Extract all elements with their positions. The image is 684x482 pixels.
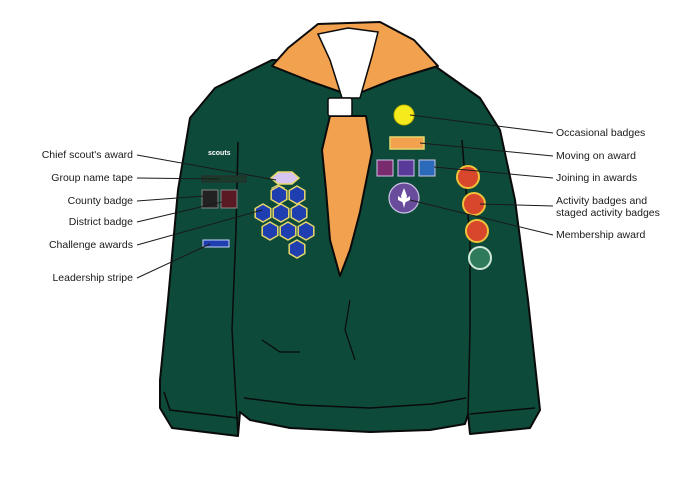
leader-line [136, 177, 221, 180]
scouts-logo: scouts [208, 150, 231, 157]
woggle [327, 97, 353, 117]
label-activity-badges-line2: staged activity badges [556, 207, 660, 219]
moving-on-award [389, 136, 425, 150]
challenge-hexagon [297, 221, 315, 241]
leader-line [136, 154, 277, 181]
leader-line [136, 195, 205, 202]
challenge-hexagon [288, 185, 306, 205]
left-labels: Chief scout's award Group name tape Coun… [42, 149, 133, 284]
waistband [243, 397, 467, 409]
label-group-name-tape: Group name tape [51, 172, 133, 184]
label-challenge-awards: Challenge awards [49, 239, 133, 251]
fleur-de-lis-icon [398, 188, 410, 208]
right-leader-lines [409, 114, 554, 236]
scouts-logo-text: scouts [208, 150, 231, 157]
challenge-hexagon [279, 221, 297, 241]
activity-badge [465, 219, 489, 243]
leader-line [479, 203, 554, 207]
leader-line [136, 201, 223, 223]
label-membership-award: Membership award [556, 229, 645, 241]
left-cuff [163, 391, 239, 419]
right-labels: Occasional badges Moving on award Joinin… [556, 127, 660, 241]
label-district-badge: District badge [69, 216, 133, 228]
right-cuff [469, 407, 536, 415]
challenge-hexagon [290, 203, 308, 223]
challenge-hexagon-grid [254, 185, 315, 259]
challenge-hexagon [288, 239, 306, 259]
label-chief-scouts-award: Chief scout's award [42, 149, 133, 161]
label-leadership-stripe: Leadership stripe [52, 272, 133, 284]
challenge-hexagon [254, 203, 272, 223]
label-joining-in-awards: Joining in awards [556, 172, 637, 184]
chief-scouts-award-badge [269, 171, 301, 185]
fold-line-2 [344, 299, 356, 361]
challenge-hexagon [270, 185, 288, 205]
activity-badge [456, 165, 480, 189]
left-sleeve-seam [231, 141, 239, 437]
label-moving-on-award: Moving on award [556, 150, 636, 162]
challenge-hexagon [261, 221, 279, 241]
staged-activity-badge [468, 246, 492, 270]
leader-line [136, 209, 263, 246]
leader-line [136, 243, 211, 279]
leader-line [433, 166, 554, 179]
leader-line [409, 114, 554, 134]
label-occasional-badges: Occasional badges [556, 127, 645, 139]
leader-line [409, 199, 554, 236]
right-sleeve-seam [461, 139, 471, 415]
challenge-hexagon [272, 203, 290, 223]
leadership-stripe [202, 239, 230, 248]
label-county-badge: County badge [68, 195, 134, 207]
district-badge [220, 189, 238, 209]
joining-in-award [376, 159, 394, 177]
label-activity-badges-line1: Activity badges and [556, 195, 647, 207]
left-leader-lines [136, 154, 277, 279]
fold-line-1 [261, 339, 300, 353]
joining-in-award [418, 159, 436, 177]
joining-in-award [397, 159, 415, 177]
necker-tail [321, 115, 373, 277]
leader-line [419, 142, 554, 157]
neck-opening [316, 27, 379, 99]
